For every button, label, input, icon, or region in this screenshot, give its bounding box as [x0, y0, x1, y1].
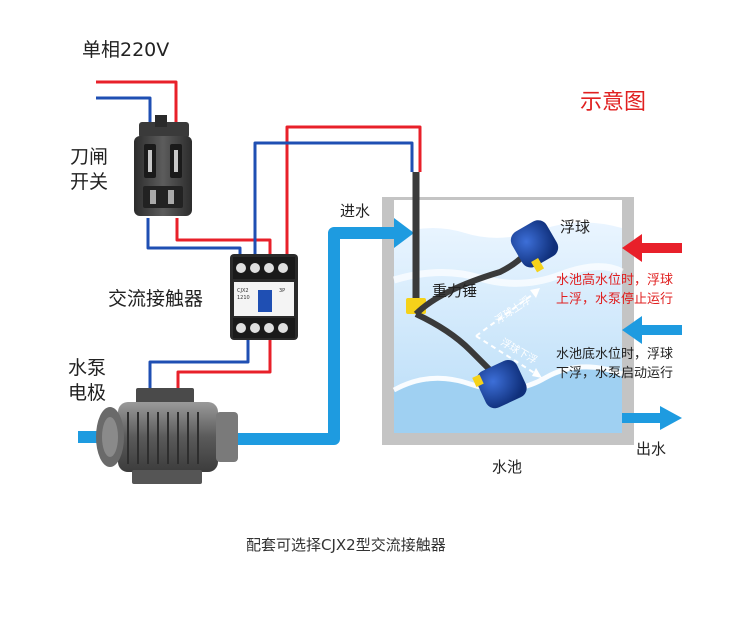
knife-switch-label-2: 开关: [70, 171, 108, 193]
low-level-note-2: 下浮，水泵启动运行: [556, 366, 673, 381]
knife-switch: [134, 115, 192, 216]
caption: 配套可选择CJX2型交流接触器: [246, 536, 446, 554]
wiring: [96, 80, 422, 392]
contactor-rating-label: 3P: [279, 288, 285, 294]
high-level-arrow: [622, 234, 682, 262]
pump-label-1: 水泵: [68, 357, 106, 379]
weight-label: 重力锤: [432, 282, 477, 300]
ac-contactor: CJX2 1210 3P: [230, 254, 298, 340]
inlet-pipe: [238, 227, 396, 445]
water-tank: [382, 197, 634, 445]
high-level-note-1: 水池高水位时，浮球: [556, 272, 673, 288]
water-pump: [96, 388, 238, 484]
inlet-arrow-head: [394, 218, 414, 248]
low-level-note-1: 水池底水位时，浮球: [556, 346, 673, 362]
knife-switch-label-1: 刀闸: [70, 146, 108, 168]
pump-label-2: 电极: [68, 382, 106, 404]
outlet-arrow-head: [660, 406, 682, 430]
float-ball-label: 浮球: [560, 218, 590, 236]
diagram-title: 示意图: [580, 90, 646, 115]
outlet-label: 出水: [636, 440, 666, 458]
tank-label: 水池: [492, 458, 522, 476]
contactor-code-label: 1210: [237, 295, 250, 301]
contactor-label: 交流接触器: [108, 288, 203, 310]
contactor-model-label: CJX2: [237, 288, 249, 294]
float-ball-upper: [510, 220, 559, 273]
float-ball-lower: [472, 359, 527, 409]
float-up-arrow: [475, 291, 537, 337]
water-wave-upper: [392, 263, 624, 287]
inlet-label: 进水: [340, 202, 370, 220]
low-level-arrow: [622, 316, 682, 344]
float-down-arrow: [475, 335, 537, 375]
power-supply-label: 单相220V: [82, 39, 169, 61]
high-level-note-2: 上浮，水泵停止运行: [556, 291, 673, 307]
